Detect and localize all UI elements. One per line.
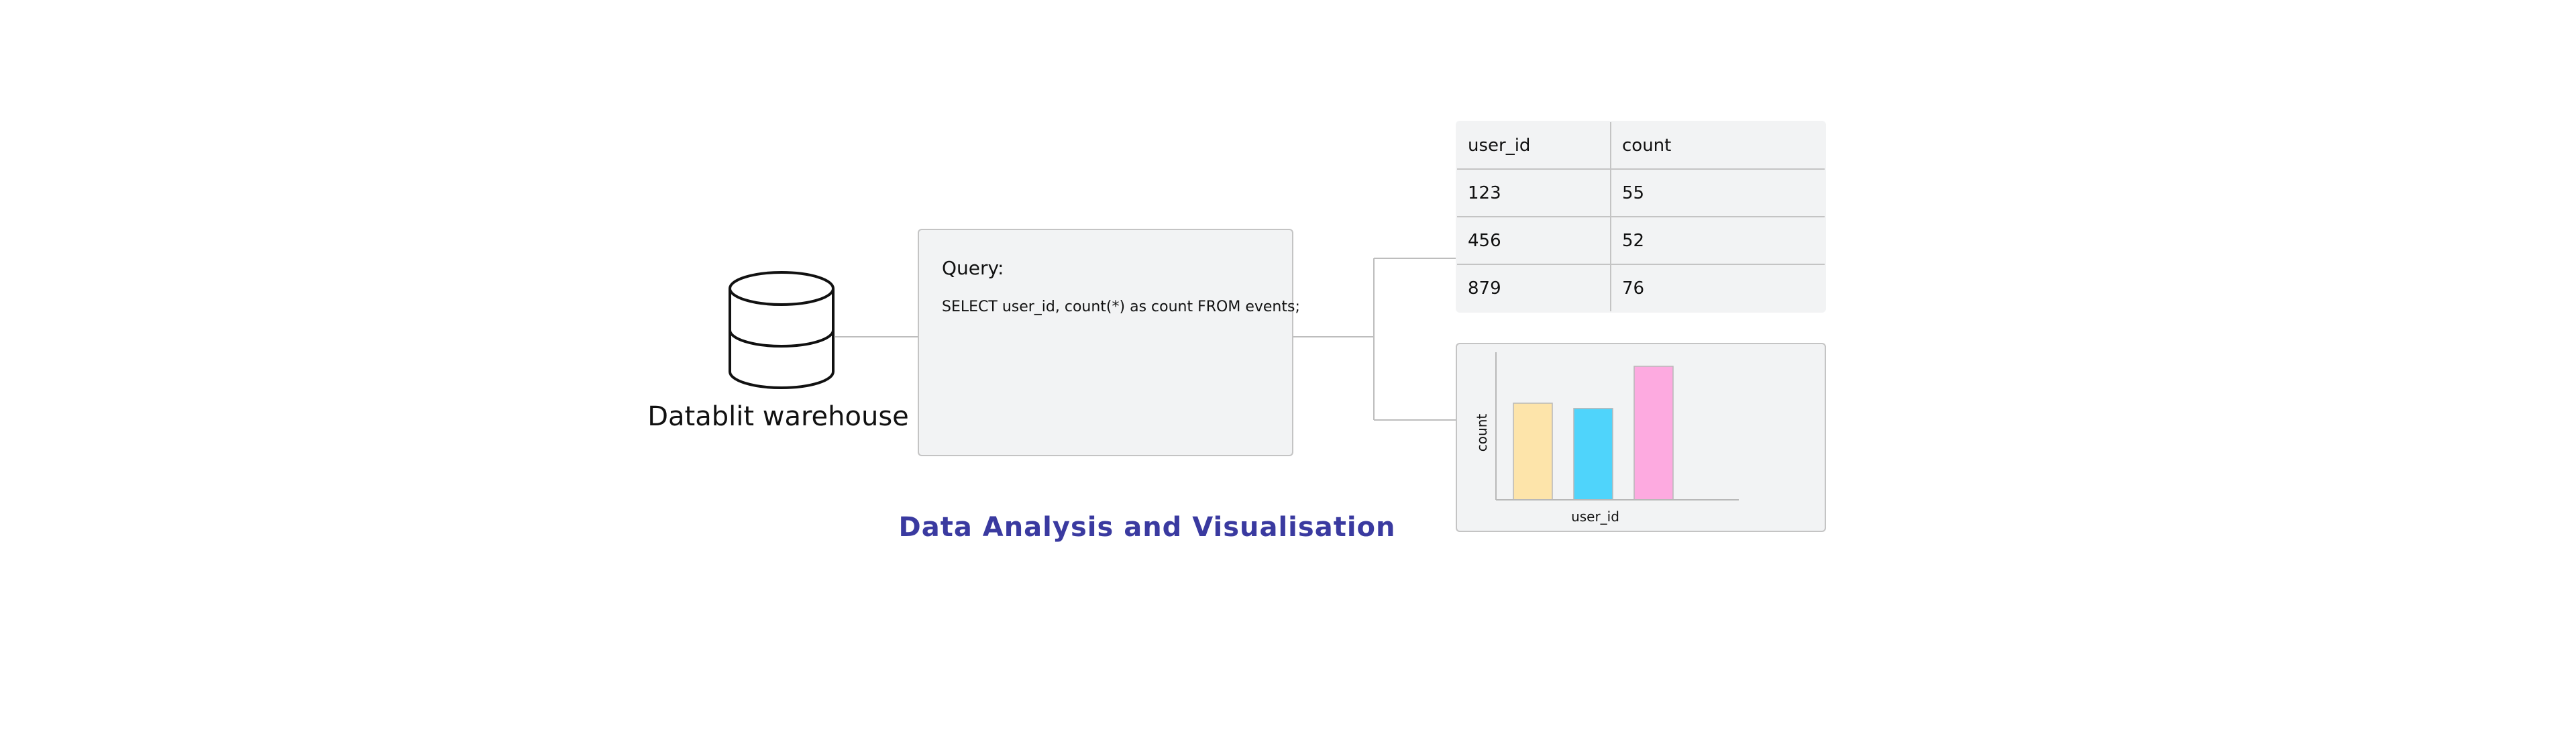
database-icon bbox=[729, 271, 835, 389]
table-row: 123 55 bbox=[1457, 168, 1825, 217]
table-cell-count: 55 bbox=[1610, 168, 1825, 217]
y-axis-label: count bbox=[1474, 414, 1490, 452]
bar-456 bbox=[1573, 408, 1613, 500]
warehouse-label: Datablit warehouse bbox=[647, 401, 909, 432]
query-box: Query: SELECT user_id, count(*) as count… bbox=[918, 229, 1300, 456]
table-cell-count: 76 bbox=[1610, 264, 1825, 311]
table-cell-user-id: 456 bbox=[1457, 216, 1611, 265]
bar-879 bbox=[1633, 366, 1674, 500]
query-text: SELECT user_id, count(*) as count FROM e… bbox=[942, 299, 1300, 315]
bar-chart: count user_id bbox=[1474, 352, 1739, 525]
diagram-title: Data Analysis and Visualisation bbox=[898, 512, 1396, 543]
bar-123 bbox=[1513, 403, 1553, 500]
table-header-row: user_id count bbox=[1457, 122, 1825, 170]
x-axis-label: user_id bbox=[1571, 509, 1619, 525]
table-header-count: count bbox=[1610, 122, 1825, 170]
table-header-user-id: user_id bbox=[1457, 122, 1611, 170]
table-cell-user-id: 123 bbox=[1457, 168, 1611, 217]
table-row: 456 52 bbox=[1457, 216, 1825, 265]
table-cell-user-id: 879 bbox=[1457, 264, 1611, 311]
query-label: Query: bbox=[942, 257, 1004, 279]
table-cell-count: 52 bbox=[1610, 216, 1825, 265]
result-table: user_id count 123 55 456 52 879 76 bbox=[1456, 121, 1826, 313]
bar-chart-box: count user_id bbox=[1456, 343, 1826, 532]
table-row: 879 76 bbox=[1457, 264, 1825, 311]
